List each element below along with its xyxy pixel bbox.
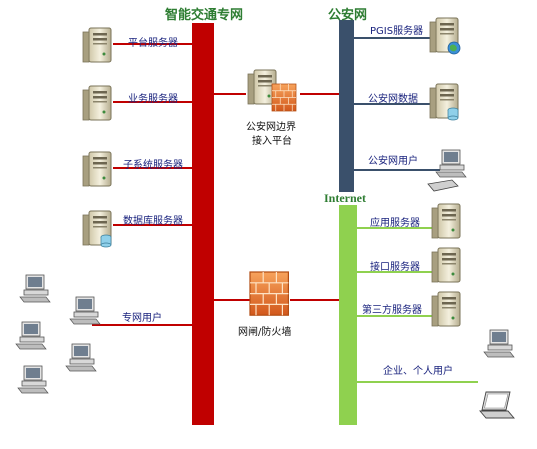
police-users-label: 公安网用户: [368, 156, 418, 167]
police-database-server-icon: [429, 83, 459, 121]
gateway-firewall-icon: [271, 83, 297, 112]
third-party-server-icon: [431, 291, 461, 327]
third-party-server-label: 第三方服务器: [362, 305, 422, 316]
police-data-label: 公安网数据: [368, 94, 418, 105]
desktop-computer-icon: [17, 365, 49, 394]
application-server-icon: [431, 203, 461, 239]
business-server-label: 业务服务器: [128, 94, 178, 105]
desktop-computer-icon: [15, 321, 47, 350]
gateway-label-line2: 接入平台: [252, 136, 292, 147]
database-server-label: 数据库服务器: [123, 216, 183, 227]
database-server-icon: [82, 210, 112, 248]
police-network-bus: [339, 20, 354, 192]
platform-server-icon: [82, 27, 112, 63]
gateway-label-line1: 公安网边界: [246, 122, 296, 133]
pgis-server-icon: [429, 17, 461, 55]
private-users-label: 专网用户: [122, 313, 162, 324]
interface-server-icon: [431, 247, 461, 283]
interface-server-label: 接口服务器: [370, 262, 420, 273]
firewall-label: 网闸/防火墙: [238, 327, 292, 338]
its-network-bus: [192, 23, 214, 425]
desktop-computer-icon: [19, 274, 51, 303]
its-network-title: 智能交通专网: [165, 8, 244, 23]
pgis-server-label: PGIS服务器: [370, 26, 424, 37]
business-server-icon: [82, 85, 112, 121]
desktop-computer-icon: [69, 296, 101, 325]
platform-server-label: 平台服务器: [128, 38, 178, 49]
laptop-icon: [479, 391, 515, 419]
internet-bus: [339, 205, 357, 425]
subsystem-server-label: 子系统服务器: [123, 160, 183, 171]
police-network-title: 公安网: [328, 8, 368, 23]
police-user-computer-icon: [427, 149, 467, 192]
firewall-icon: [249, 271, 289, 316]
enterprise-users-label: 企业、个人用户: [383, 366, 453, 377]
subsystem-server-icon: [82, 151, 112, 187]
desktop-computer-icon: [65, 343, 97, 372]
application-server-label: 应用服务器: [370, 218, 420, 229]
enterprise-desktop-icon: [483, 329, 515, 358]
internet-title: Internet: [324, 191, 366, 205]
